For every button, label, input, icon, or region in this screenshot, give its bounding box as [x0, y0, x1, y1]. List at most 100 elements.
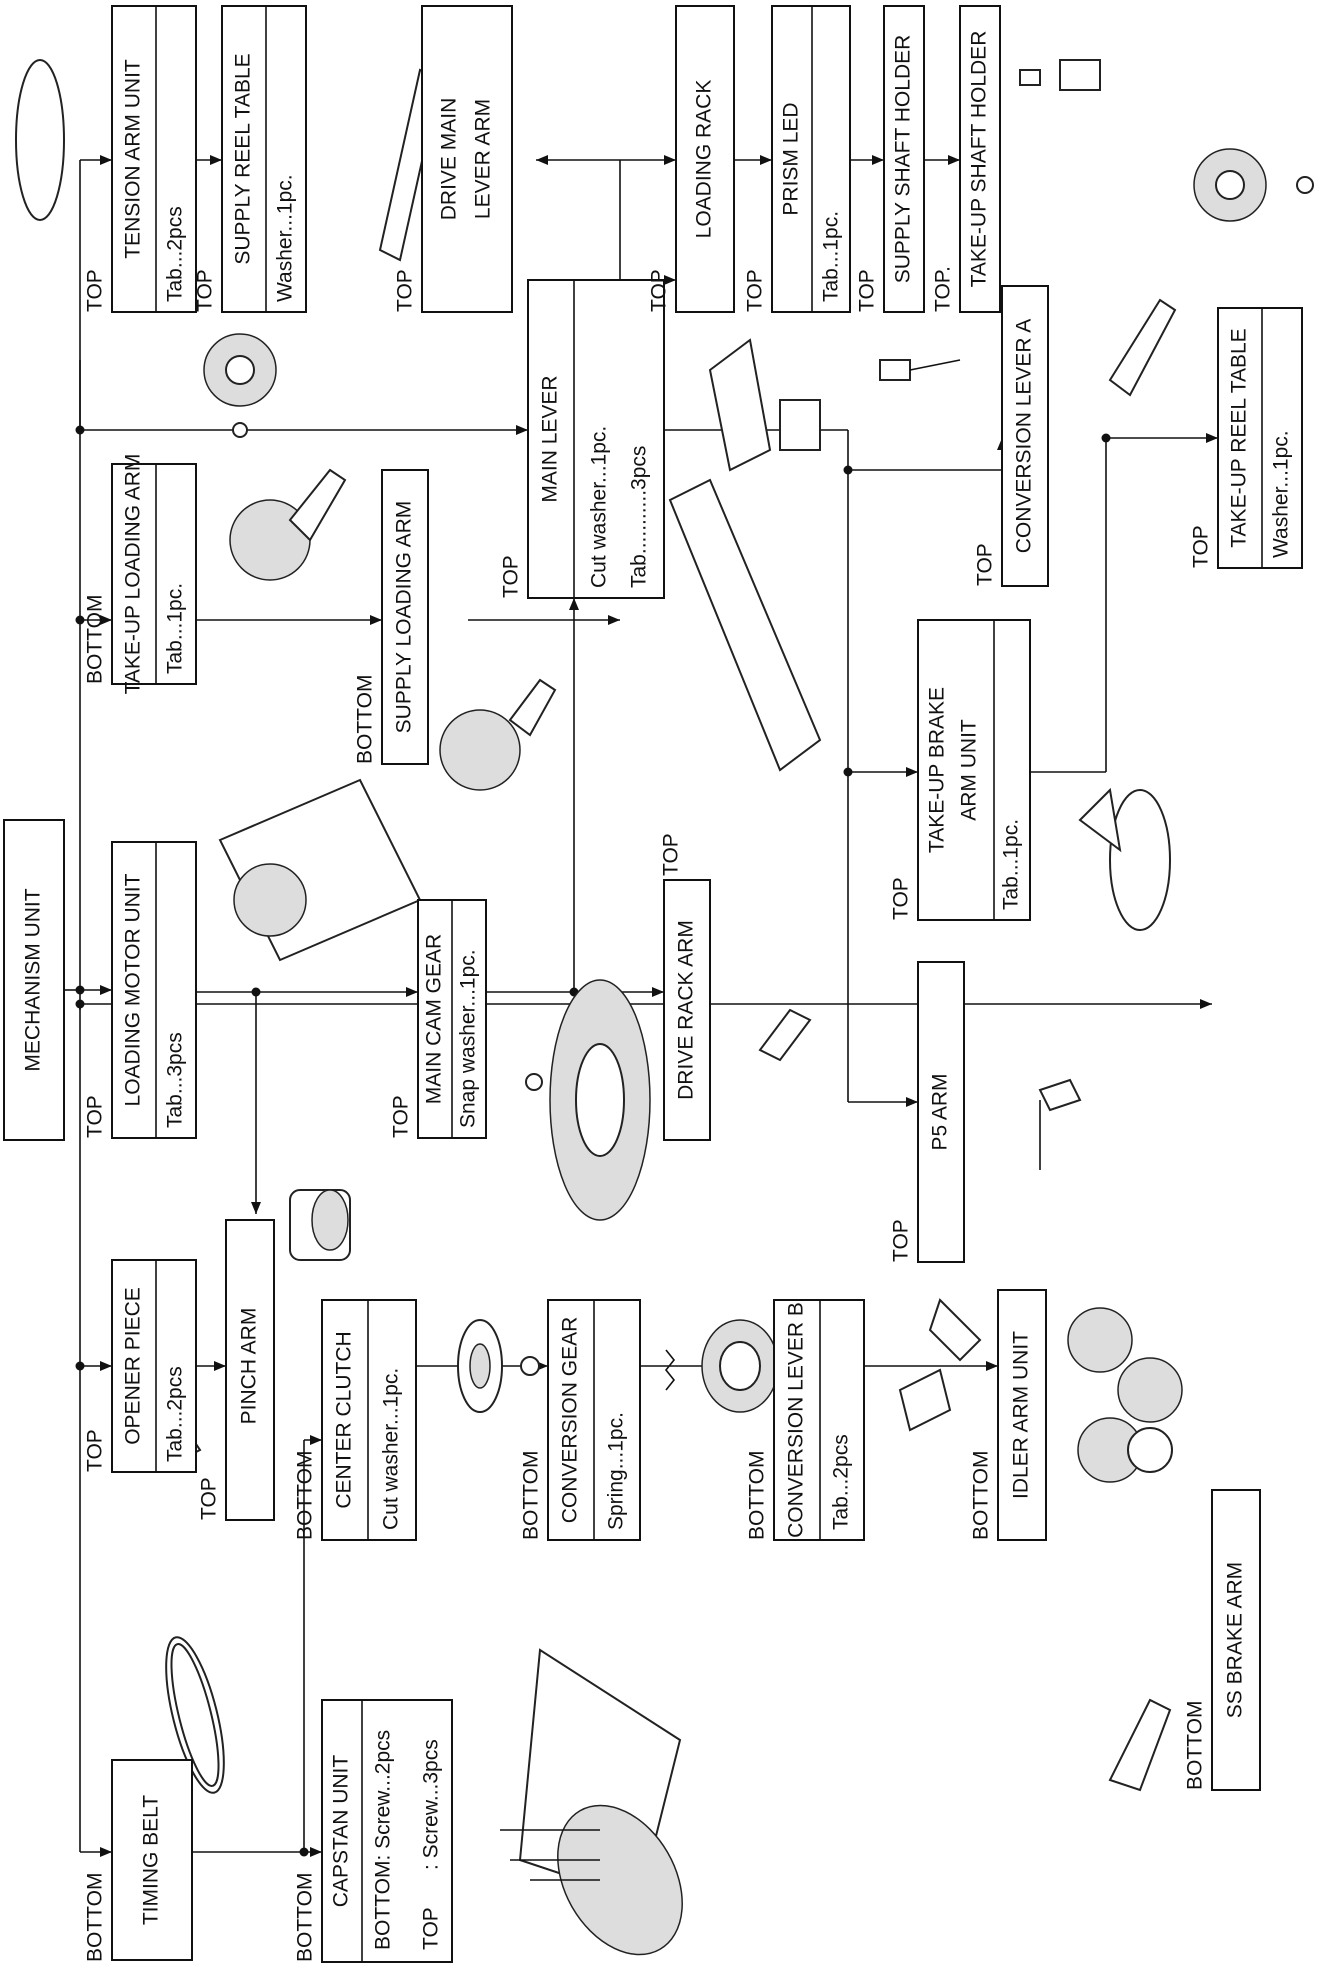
prism-led-pos: TOP: [744, 269, 767, 312]
drive-main-lever-arm-label2: LEVER ARM: [472, 99, 495, 219]
idler-arm-unit-illustration: [1068, 1308, 1182, 1482]
drive-rack-arm-illustration: [760, 1010, 810, 1060]
take-up-brake-arm-unit-pos: TOP: [890, 877, 913, 920]
conversion-gear-pos: BOTTOM: [520, 1451, 543, 1540]
conversion-lever-b-illustration: [900, 1300, 980, 1430]
node-take-up-shaft-holder: TAKE-UP SHAFT HOLDER TOP.: [932, 6, 1000, 312]
node-supply-shaft-holder: SUPPLY SHAFT HOLDER TOP: [856, 6, 924, 312]
conversion-lever-a-pos: TOP: [974, 543, 997, 586]
main-cam-gear-illustration: [526, 980, 650, 1220]
tension-arm-unit-pos: TOP: [84, 269, 107, 312]
capstan-unit-pos: BOTTOM: [294, 1873, 317, 1962]
node-conversion-gear: CONVERSION GEAR Spring...1pc. BOTTOM: [520, 1300, 640, 1540]
ss-brake-arm-label: SS BRAKE ARM: [1224, 1562, 1247, 1718]
capstan-unit-label: CAPSTAN UNIT: [330, 1755, 353, 1908]
main-cam-gear-note: Snap washer...1pc.: [457, 949, 480, 1128]
tension-arm-unit-note: Tab...2pcs: [164, 206, 187, 302]
supply-reel-table-illustration: [204, 334, 276, 437]
main-cam-gear-pos: TOP: [390, 1095, 413, 1138]
take-up-shaft-holder-label: TAKE-UP SHAFT HOLDER: [968, 31, 991, 288]
conversion-gear-label: CONVERSION GEAR: [559, 1317, 582, 1524]
loading-rack-label: LOADING RACK: [693, 80, 716, 239]
opener-piece-pos: TOP: [84, 1429, 107, 1472]
drive-main-lever-arm-pos: TOP: [394, 269, 417, 312]
supply-shaft-holder-label: SUPPLY SHAFT HOLDER: [892, 35, 915, 284]
node-mechanism-unit: MECHANISM UNIT: [4, 820, 64, 1140]
conversion-lever-a-illustration: [1110, 300, 1175, 395]
shaft-holders-illustration: [1020, 60, 1100, 90]
supply-reel-table-note: Washer...1pc.: [274, 174, 297, 302]
take-up-reel-table-label: TAKE-UP REEL TABLE: [1228, 328, 1251, 547]
opener-piece-label: OPENER PIECE: [122, 1287, 145, 1445]
capstan-unit-note2-label: TOP: [420, 1907, 443, 1950]
ss-brake-arm-illustration: [1110, 1700, 1170, 1790]
tension-arm-unit-label: TENSION ARM UNIT: [122, 59, 145, 259]
center-clutch-pos: BOTTOM: [294, 1451, 317, 1540]
main-lever-note1: Cut washer...1pc.: [588, 426, 611, 588]
supply-reel-table-label: SUPPLY REEL TABLE: [232, 53, 255, 264]
timing-belt-label: TIMING BELT: [140, 1795, 163, 1925]
conversion-lever-b-pos: BOTTOM: [746, 1451, 769, 1540]
main-lever-note2: Tab...........3pcs: [628, 446, 651, 588]
prism-led-illustration: [880, 360, 960, 380]
supply-reel-table-pos: TOP: [194, 269, 217, 312]
take-up-brake-arm-unit-illustration: [1080, 790, 1170, 930]
node-idler-arm-unit: IDLER ARM UNIT BOTTOM: [970, 1290, 1046, 1540]
prism-led-note: Tab...1pc.: [820, 211, 843, 302]
pinch-arm-label: PINCH ARM: [238, 1308, 261, 1425]
take-up-loading-arm-pos: BOTTOM: [84, 595, 107, 684]
node-capstan-unit: CAPSTAN UNIT BOTTOM: Screw...2pcs TOP : …: [294, 1700, 452, 1962]
take-up-brake-arm-unit-label1: TAKE-UP BRAKE: [926, 687, 949, 853]
node-main-lever: MAIN LEVER Cut washer...1pc. Tab........…: [500, 280, 664, 598]
loading-rack-illustration: [710, 340, 820, 470]
take-up-loading-arm-note: Tab...1pc.: [164, 583, 187, 674]
node-timing-belt: TIMING BELT BOTTOM: [84, 1760, 192, 1962]
tension-arm-unit-illustration: [16, 60, 64, 220]
p5-arm-illustration: [1040, 1080, 1080, 1170]
node-prism-led: PRISM LED Tab...1pc. TOP: [744, 6, 850, 312]
p5-arm-label: P5 ARM: [929, 1073, 952, 1150]
loading-motor-unit-illustration: [220, 780, 420, 960]
node-pinch-arm: PINCH ARM TOP: [198, 1220, 274, 1520]
node-p5-arm: P5 ARM TOP: [890, 962, 964, 1262]
node-supply-loading-arm: SUPPLY LOADING ARM BOTTOM: [354, 470, 428, 764]
loading-motor-unit-pos: TOP: [84, 1095, 107, 1138]
supply-loading-arm-pos: BOTTOM: [354, 675, 377, 764]
pinch-arm-pos: TOP: [198, 1477, 221, 1520]
drive-rack-arm-pos: TOP: [660, 833, 683, 876]
take-up-reel-table-illustration: [1194, 149, 1313, 221]
node-take-up-loading-arm: TAKE-UP LOADING ARM Tab...1pc. BOTTOM: [84, 454, 196, 695]
timing-belt-pos: BOTTOM: [84, 1873, 107, 1962]
take-up-shaft-holder-pos: TOP.: [932, 266, 955, 312]
supply-loading-arm-label: SUPPLY LOADING ARM: [393, 501, 416, 734]
center-clutch-label: CENTER CLUTCH: [333, 1331, 356, 1508]
node-loading-rack: LOADING RACK TOP: [648, 6, 734, 312]
take-up-reel-table-pos: TOP: [1190, 525, 1213, 568]
drive-rack-arm-label: DRIVE RACK ARM: [675, 920, 698, 1100]
main-lever-illustration: [670, 480, 820, 770]
loading-rack-pos: TOP: [648, 269, 671, 312]
conversion-lever-b-label: CONVERSION LEVER B: [785, 1302, 808, 1538]
loading-motor-unit-note: Tab...3pcs: [164, 1032, 187, 1128]
supply-shaft-holder-pos: TOP: [856, 269, 879, 312]
idler-arm-unit-pos: BOTTOM: [970, 1451, 993, 1540]
p5-arm-pos: TOP: [890, 1219, 913, 1262]
conversion-lever-a-label: CONVERSION LEVER A: [1013, 319, 1036, 554]
center-clutch-illustration: [458, 1320, 539, 1412]
main-lever-label: MAIN LEVER: [539, 375, 562, 502]
take-up-loading-arm-illustration: [230, 470, 345, 580]
node-main-cam-gear: MAIN CAM GEAR Snap washer...1pc. TOP: [390, 900, 486, 1138]
take-up-reel-table-note: Washer...1pc.: [1270, 430, 1293, 558]
conversion-lever-b-note: Tab...2pcs: [830, 1434, 853, 1530]
center-clutch-note: Cut washer...1pc.: [380, 1368, 403, 1530]
capstan-unit-note2: : Screw...3pcs: [420, 1739, 443, 1870]
node-mechanism-unit-label: MECHANISM UNIT: [22, 888, 45, 1071]
conversion-gear-note: Spring...1pc.: [605, 1412, 628, 1530]
prism-led-label: PRISM LED: [780, 102, 803, 215]
capstan-unit-illustration: [500, 1650, 708, 1966]
ss-brake-arm-pos: BOTTOM: [1184, 1701, 1207, 1790]
take-up-brake-arm-unit-note: Tab...1pc.: [1000, 819, 1023, 910]
node-ss-brake-arm: SS BRAKE ARM BOTTOM: [1184, 1490, 1260, 1790]
supply-loading-arm-illustration: [440, 680, 555, 790]
